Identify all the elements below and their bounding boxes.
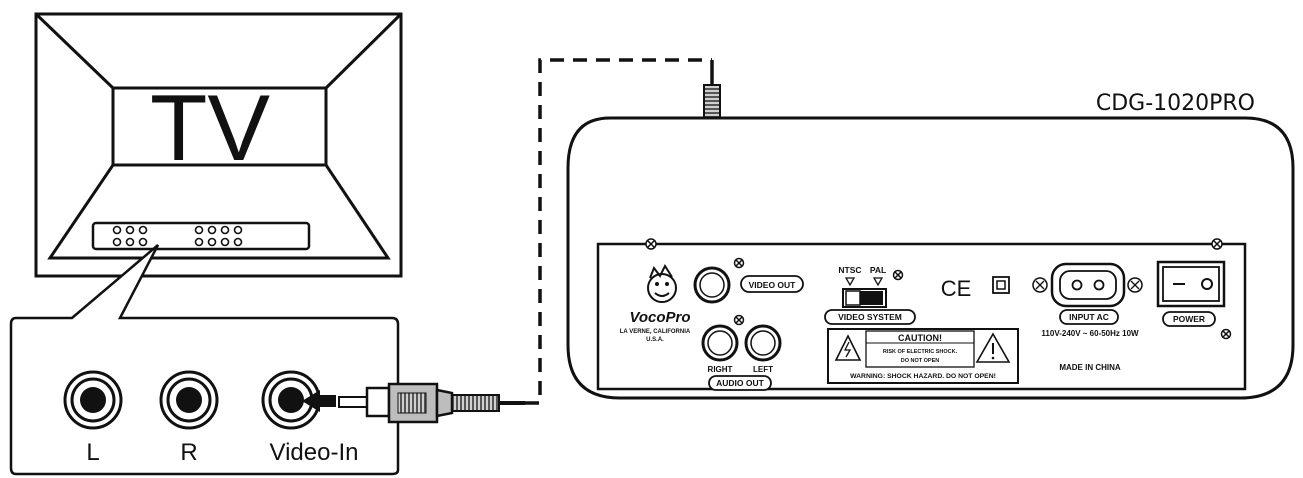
caution-line-1: RISK OF ELECTRIC SHOCK. — [883, 349, 958, 355]
panel-screws — [645, 238, 1232, 340]
audio-left-label: LEFT — [753, 365, 773, 374]
audio-out-label: AUDIO OUT — [716, 378, 765, 388]
caution-label: CAUTION! RISK OF ELECTRIC SHOCK. DO NOT … — [827, 328, 1019, 384]
tv-label: TV — [150, 75, 270, 180]
brand-logo — [647, 263, 677, 303]
jack-r-label: R — [180, 439, 197, 466]
video-system-label: VIDEO SYSTEM — [838, 312, 902, 322]
tv-speaker-holes — [112, 225, 243, 247]
jack-video-in-label: Video-In — [270, 439, 359, 466]
player-illustration: CDG-1020PRO VocoPro LA VERNE, CALIFORNIA… — [566, 91, 1295, 400]
power-rating: 110V-240V ~ 60-50Hz 10W — [1041, 329, 1139, 338]
brand-address-2: U.S.A. — [646, 337, 664, 343]
jack-r — [159, 370, 219, 430]
video-out-label: VIDEO OUT — [749, 280, 797, 290]
video-cable-dashed — [525, 58, 712, 405]
player-model: CDG-1020PRO — [1096, 91, 1255, 116]
caution-warning: WARNING: SHOCK HAZARD. DO NOT OPEN! — [850, 373, 996, 380]
ce-mark-icon: CE — [941, 276, 972, 301]
tv-illustration: TV — [34, 12, 403, 278]
tv-jack-panel: L R Video-In — [9, 244, 400, 476]
brand-name: VocoPro — [629, 309, 690, 326]
ntsc-label: NTSC — [838, 265, 861, 275]
video-cable-plug-tv — [302, 382, 525, 424]
ac-inlet — [1032, 262, 1143, 308]
caution-title: CAUTION! — [898, 333, 942, 343]
audio-right-label: RIGHT — [708, 365, 733, 374]
caution-line-2: DO NOT OPEN — [901, 358, 940, 364]
power-label: POWER — [1173, 314, 1205, 324]
jack-l — [63, 370, 123, 430]
jack-l-label: L — [86, 439, 99, 466]
brand-address-1: LA VERNE, CALIFORNIA — [620, 329, 691, 335]
input-ac-label: INPUT AC — [1069, 312, 1109, 322]
shock-warning-icon — [834, 334, 862, 361]
made-in-label: MADE IN CHINA — [1059, 363, 1121, 372]
pal-label: PAL — [870, 265, 886, 275]
